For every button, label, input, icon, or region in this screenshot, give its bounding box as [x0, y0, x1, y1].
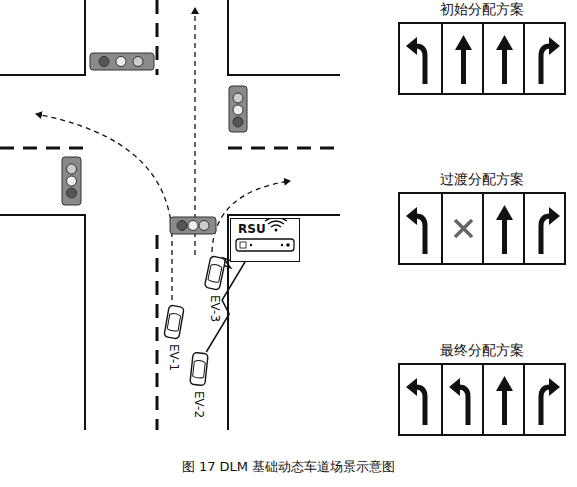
rsu-label: RSU	[238, 222, 266, 236]
lane-arrow-icon	[400, 365, 441, 434]
turn-arrow	[406, 378, 425, 425]
turn-arrow	[541, 207, 560, 254]
lane-arrow-icon	[525, 365, 566, 434]
lane-arrow-icon	[443, 194, 484, 263]
device-led	[286, 243, 290, 247]
lane-box	[398, 22, 566, 95]
turn-arrow	[406, 37, 425, 84]
vehicle-body	[190, 352, 208, 385]
arrow-head	[449, 378, 460, 396]
arrow-head	[406, 207, 417, 225]
rsu-device	[236, 239, 294, 251]
vehicle: EV-1	[165, 305, 183, 339]
arrow-head	[406, 378, 417, 396]
lane-box	[398, 192, 566, 265]
lane-arrow-icon	[400, 194, 441, 263]
car-windows	[208, 264, 222, 283]
lane-cell	[523, 365, 564, 434]
vehicle: EV-2	[190, 352, 208, 386]
arrow-head	[496, 205, 513, 220]
lane-arrow-icon	[484, 194, 525, 263]
device-led	[249, 243, 251, 245]
vehicle-body	[204, 256, 225, 290]
lane-arrow-icon	[484, 365, 525, 434]
lane-arrow-icon	[484, 24, 525, 93]
car-windows	[167, 313, 181, 332]
lane-arrow-icon	[525, 24, 566, 93]
vehicle-shape	[206, 256, 224, 290]
lane-cell	[482, 194, 523, 263]
lane-cell	[523, 24, 564, 93]
arrow-head	[549, 37, 560, 55]
lane-box	[398, 363, 566, 436]
turn-arrow	[449, 378, 468, 425]
car-outline	[164, 305, 184, 339]
vehicle-label: EV-3	[208, 295, 222, 322]
lane-cell	[400, 194, 441, 263]
arrow-head	[496, 35, 513, 50]
rsu-box: RSU	[230, 218, 300, 262]
arrow-stem	[502, 389, 507, 425]
arrow-head	[496, 376, 513, 391]
arrow-stem	[461, 48, 466, 84]
arrow-head	[455, 35, 472, 50]
arrow-head	[549, 207, 560, 225]
vehicle: EV-3	[206, 256, 224, 290]
car-outline	[190, 352, 208, 385]
device-port	[240, 242, 246, 248]
lane-arrow-icon	[400, 24, 441, 93]
lane-cell	[400, 365, 441, 434]
vehicle-shape	[190, 352, 208, 386]
lane-plan-panel: 过渡分配方案	[398, 170, 566, 265]
arrow-head	[549, 378, 560, 396]
lane-cell	[400, 24, 441, 93]
wifi-arcs	[265, 218, 287, 227]
device-led	[280, 243, 282, 245]
arrow-stem	[502, 48, 507, 84]
traffic-light	[62, 53, 247, 234]
lane-cell	[441, 24, 482, 93]
closed-lane-cross	[455, 220, 472, 237]
lane-plan-panel: 最终分配方案	[398, 341, 566, 436]
vehicle-label: EV-1	[167, 344, 181, 371]
vehicle-shape	[165, 305, 183, 339]
lane-plan-panel: 初始分配方案	[398, 0, 566, 95]
panel-title: 初始分配方案	[398, 0, 566, 18]
lane-cell	[482, 24, 523, 93]
wifi-dot	[274, 228, 277, 231]
figure-caption: 图 17 DLM 基础动态车道场景示意图	[0, 458, 577, 476]
lane-cell	[523, 194, 564, 263]
vehicle-label: EV-2	[192, 391, 206, 418]
panel-title: 最终分配方案	[398, 341, 566, 359]
vehicle-body	[164, 305, 184, 339]
car-windows	[193, 360, 206, 379]
car-outline	[204, 256, 225, 290]
lane-arrow-icon	[443, 24, 484, 93]
lane-cell	[441, 194, 482, 263]
arrow-head	[406, 37, 417, 55]
turn-arrow	[541, 37, 560, 84]
lane-arrow-icon	[443, 365, 484, 434]
panel-title: 过渡分配方案	[398, 170, 566, 188]
lane-arrow-icon	[525, 194, 566, 263]
arrow-stem	[502, 218, 507, 254]
lane-cell	[482, 365, 523, 434]
turn-arrow	[541, 378, 560, 425]
turn-arrow	[406, 207, 425, 254]
lane-cell	[441, 365, 482, 434]
